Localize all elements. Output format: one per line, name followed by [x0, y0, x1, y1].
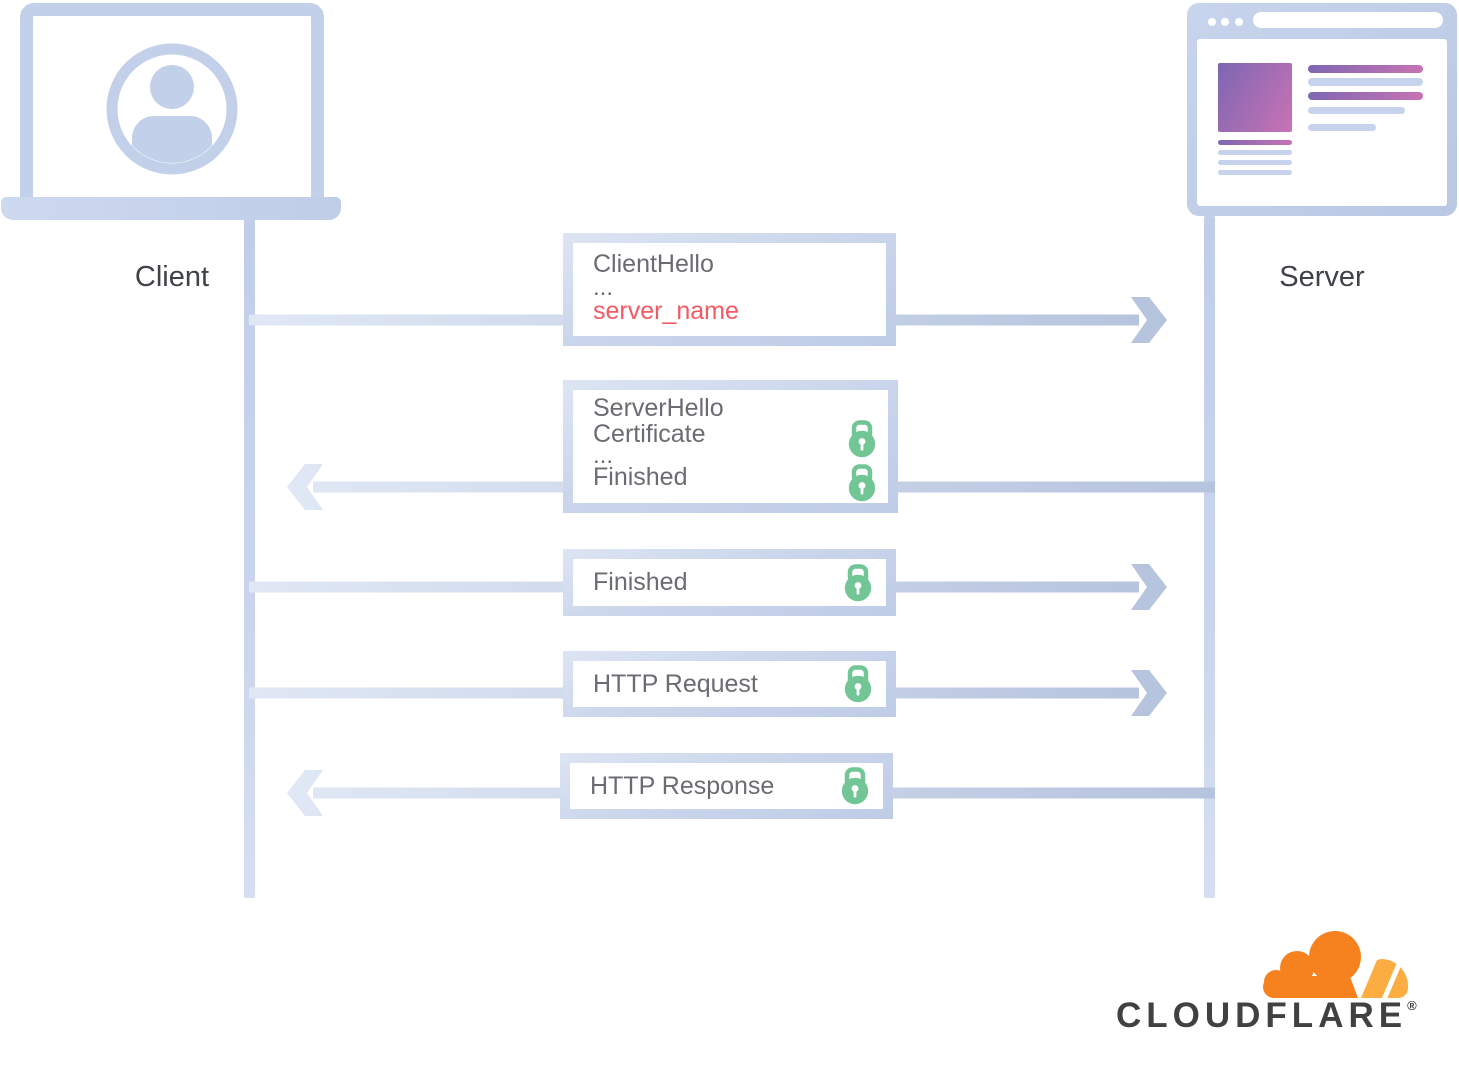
browser-page-content: [1197, 39, 1447, 206]
clienthello-title: ClientHello: [593, 250, 714, 278]
browser-dot: [1221, 18, 1229, 26]
page-text-line: [1218, 140, 1292, 145]
page-text-line: [1308, 124, 1376, 131]
cloudflare-cloud-icon: [1263, 931, 1408, 1002]
message-box-http-request: HTTP Request: [563, 651, 896, 717]
message-box-finished: Finished: [563, 549, 896, 616]
client-lifeline: [244, 218, 255, 898]
registered-trademark-symbol: ®: [1407, 998, 1417, 1013]
user-avatar-icon: [106, 43, 238, 175]
page-hero-block: [1218, 63, 1292, 132]
page-text-line: [1308, 65, 1423, 73]
laptop-screen: [20, 3, 324, 214]
ellipsis: ...: [593, 442, 614, 469]
laptop-base: [1, 197, 341, 220]
lock-icon: [844, 665, 872, 703]
page-text-line: [1308, 92, 1423, 100]
server-label: Server: [1279, 261, 1365, 293]
server-name-extension: server_name: [593, 297, 739, 325]
lock-icon: [844, 564, 872, 602]
finished-label: Finished: [593, 568, 688, 596]
certificate-label: Certificate: [593, 420, 706, 448]
http-request-label: HTTP Request: [593, 669, 758, 698]
browser-dot: [1235, 18, 1243, 26]
page-text-line: [1308, 78, 1423, 86]
ellipsis: ...: [593, 274, 614, 301]
message-box-http-response: HTTP Response: [560, 753, 893, 819]
lock-icon: [848, 420, 876, 458]
page-text-line: [1218, 160, 1292, 165]
page-text-line: [1308, 107, 1405, 114]
lock-icon: [848, 464, 876, 502]
cloudflare-wordmark-text: CLOUDFLARE: [1116, 996, 1408, 1035]
browser-address-bar: [1253, 12, 1443, 28]
cloudflare-logo: CLOUDFLARE®: [1113, 930, 1453, 1048]
lock-icon: [841, 767, 869, 805]
cloudflare-wordmark: CLOUDFLARE®: [1116, 996, 1417, 1036]
serverhello-title: ServerHello: [593, 394, 724, 422]
page-text-line: [1218, 150, 1292, 155]
client-label: Client: [134, 261, 210, 293]
finished-label: Finished: [593, 463, 688, 491]
page-text-line: [1218, 170, 1292, 175]
server-lifeline: [1204, 216, 1215, 898]
browser-window-icon: [1187, 3, 1457, 216]
message-box-serverhello: ServerHello Certificate ... Finished: [563, 380, 898, 513]
http-response-label: HTTP Response: [590, 771, 775, 800]
laptop-user-icon: [0, 0, 345, 222]
message-box-clienthello: ClientHello ... server_name: [563, 233, 896, 346]
browser-dot: [1208, 18, 1216, 26]
